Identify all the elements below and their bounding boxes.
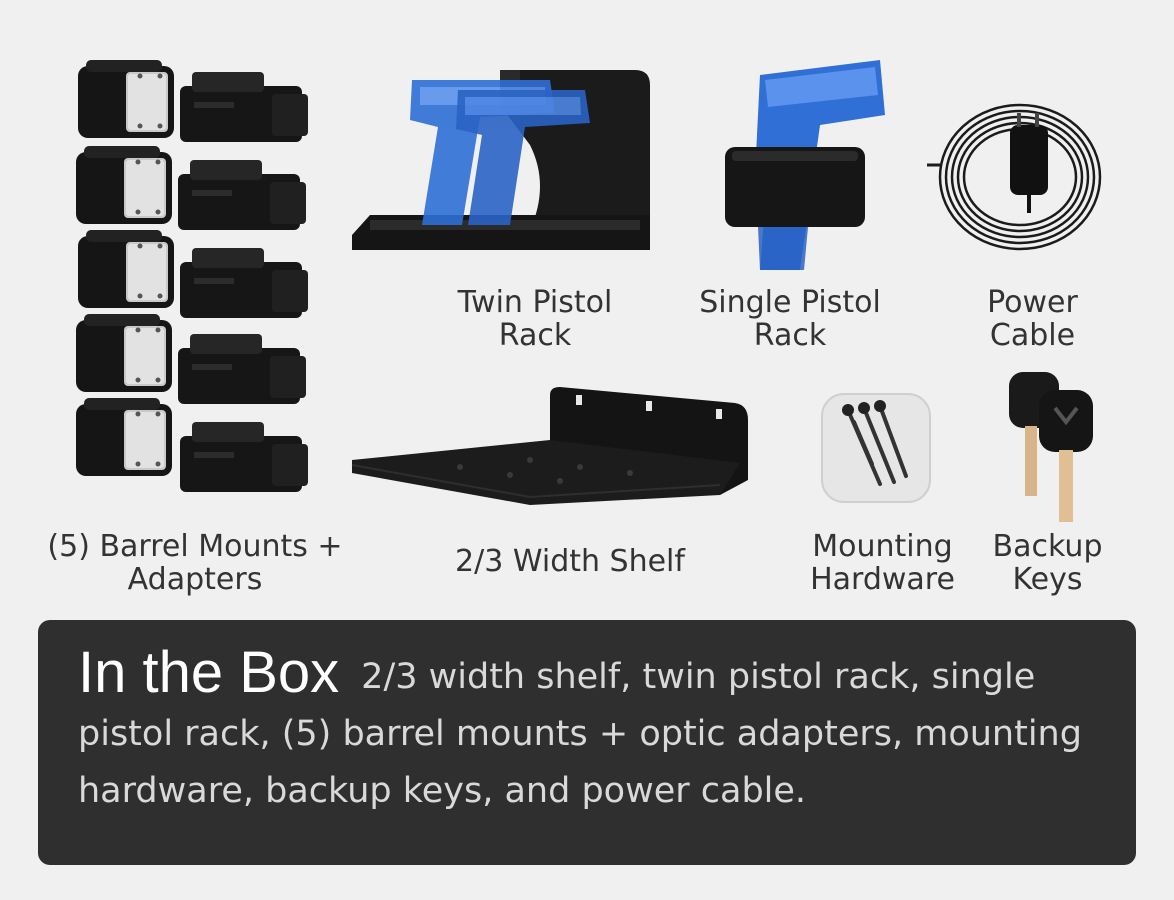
power-cable-label: Power Cable	[987, 285, 1078, 353]
barrel-mount-3	[78, 230, 308, 318]
shelf-label: 2/3 Width Shelf	[455, 544, 685, 579]
power-cable-illustration	[925, 95, 1110, 265]
twin-pistol-rack-label: Twin Pistol Rack	[457, 285, 613, 353]
mounting-hardware-label: Mounting Hardware	[810, 529, 955, 597]
backup-keys-label: Backup Keys	[992, 529, 1103, 597]
single-pistol-rack-label: Single Pistol Rack	[699, 285, 881, 353]
barrel-mount-2	[76, 146, 306, 230]
twin-pistol-rack-illustration	[350, 65, 660, 265]
barrel-mount-1	[78, 60, 308, 142]
mounting-hardware-illustration	[820, 392, 932, 504]
barrel-mounts-illustration	[70, 58, 310, 518]
pistol-right	[456, 90, 590, 225]
backup-keys-illustration	[1003, 368, 1098, 528]
in-the-box-description: 2/3 width shelf, twin pistol rack, singl…	[78, 657, 1082, 811]
shelf-illustration	[350, 385, 755, 510]
barrel-mount-5	[76, 398, 308, 492]
key-front	[1039, 390, 1093, 522]
single-pistol-rack-illustration	[720, 55, 890, 270]
in-the-box-title: In the Box	[78, 640, 340, 705]
barrel-mount-4	[76, 314, 306, 404]
barrel-mounts-label: (5) Barrel Mounts + Adapters	[47, 529, 343, 597]
